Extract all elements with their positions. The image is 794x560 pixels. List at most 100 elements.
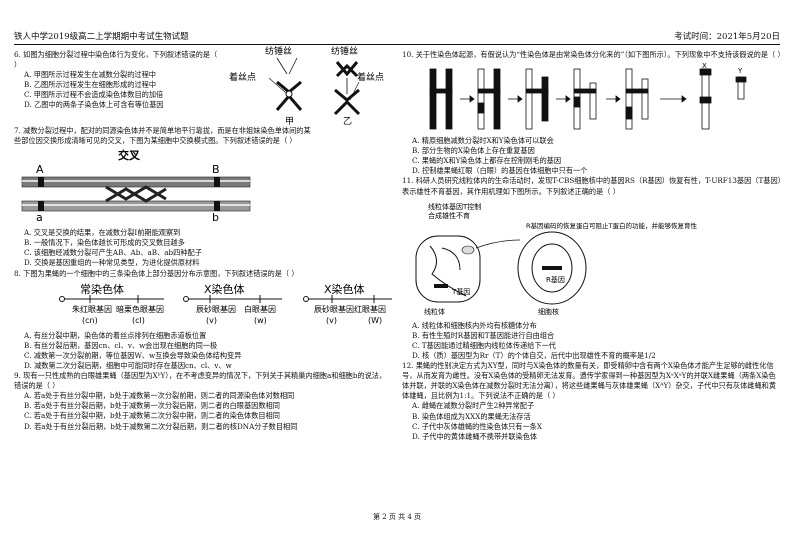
q10-option-b: B. 部分生物的X染色体上存在重复基因: [412, 146, 535, 156]
question-9: 9. 现有一只性成熟的白眼雄果蝇（基因型为XᵇY），在不考虑变异的情况下，下列关…: [14, 371, 392, 432]
q8-option-d: D. 减数第二次分裂后期，细胞中可能同时存在基因cn、cl、v、w: [24, 360, 232, 370]
q9-option-b: B. 若a处于有丝分裂后期，b处于减数第一次分裂后期，则二者的白眼基因数相同: [24, 401, 280, 411]
question-10: 10. 关于性染色体起源，有假说认为“性染色体是由常染色体分化来的”（如下图所示…: [402, 50, 785, 176]
q10-chromosome-pairs: [429, 68, 747, 130]
q7-chromosome-bottom: [21, 200, 251, 212]
q6-option-b: B. 乙图所示过程发生在细胞形成的过程中: [24, 80, 157, 90]
q8-gene-6: 红眼基因: [354, 304, 386, 314]
q11-r-gene-label: R基因: [546, 275, 565, 284]
q7-locus-A: [38, 177, 44, 188]
q7-gene-a: a: [36, 211, 43, 224]
q12-option-a: A. 雌蝇在减数分裂时产生2种异常配子: [412, 401, 535, 411]
page-header: 铁人中学2019级高二上学期期中考试生物试题 考试时间：2021年5月20日: [14, 30, 780, 45]
q8-option-b: B. 有丝分裂后期，基因cn、cl、v、w会出现在细胞的同一极: [24, 340, 218, 350]
q11-mitochondrion: [415, 235, 481, 303]
q8-stem: 8. 下图为果蝇的一个细胞中的三条染色体上部分基因分布示意图，下列叙述错误的是（…: [14, 268, 299, 278]
q11-nucleus: [517, 231, 587, 305]
question-7: 7. 减数分裂过程中，配对的同源染色体并不是简单地平行靠拢，而是在非姐妹染色单体…: [14, 126, 392, 269]
q7-locus-a: [38, 201, 44, 212]
q11-figure: 线粒体基因T控制 合成雄性不育 R基因编码的恢复蛋白可阻止T蛋白的功能，并能够恢…: [402, 200, 782, 318]
q7-option-a: A. 交叉是交换的结果，在减数分裂Ⅰ前期能观察到: [24, 228, 181, 238]
left-column: 6. 如图为细胞分裂过程中染色体行为变化，下列叙述错误的是（ ） A. 甲图所示…: [14, 45, 392, 432]
q8-gene-4: 白眼基因: [244, 304, 276, 314]
q8-gene-6-code: (W): [368, 316, 382, 325]
q12-option-c: C. 子代中灰体雄蝇的性染色体只有一条X: [412, 421, 542, 431]
q8-option-c: C. 减数第一次分裂前期，等位基因W、w互换会导致染色体结构变异: [24, 350, 242, 360]
q6-centromere-label-1: 着丝点: [229, 71, 256, 83]
q11-option-d: D. 核（质）基因型为Rr（T）的个体自交，后代中出现雄性不育的概率是1/2: [412, 350, 656, 360]
q6-centromere-label-2: 着丝点: [357, 71, 384, 83]
q8-gene-2: 暗栗色眼基因: [116, 304, 164, 314]
q7-stem: 7. 减数分裂过程中，配对的同源染色体并不是简单地平行靠拢，而是在非姐妹染色单体…: [14, 126, 311, 146]
exam-time: 考试时间：2021年5月20日: [674, 32, 780, 42]
q8-gene-2-code: (cl): [132, 316, 145, 325]
right-column: 10. 关于性染色体起源，有假说认为“性染色体是由常染色体分化来的”（如下图所示…: [402, 50, 785, 442]
q6-label-jia: 甲: [285, 116, 294, 127]
q11-note-2: 合成雄性不育: [428, 211, 470, 220]
q10-stem: 10. 关于性染色体起源，有假说认为“性染色体是由常染色体分化来的”（如下图所示…: [402, 50, 785, 59]
exam-title: 铁人中学2019级高二上学期期中考试生物试题: [14, 32, 189, 42]
q8-option-a: A. 有丝分裂中期，染色体的着丝点排列在细胞赤道板位置: [24, 330, 207, 340]
q11-note-3: R基因编码的恢复蛋白可阻止T蛋白的功能，并能够恢复育性: [526, 221, 697, 230]
q9-stem: 9. 现有一只性成熟的白眼雄果蝇（基因型为XᵇY），在不考虑变异的情况下，下列关…: [14, 371, 387, 391]
q7-gene-b: b: [212, 211, 219, 224]
q10-option-a: A. 精原细胞减数分裂时X和Y染色体可以联会: [412, 136, 554, 146]
q8-gene-5-code: (v): [326, 316, 337, 325]
q11-protein: [461, 245, 475, 254]
q12-stem: 12. 果蝇的性别决定方式为XY型，同时与X染色体的数量有关，即受精卵中含有两个…: [402, 361, 777, 401]
q6-spindle-label-1: 纺锤丝: [265, 45, 292, 57]
q8-gene-5: 辰砂眼基因: [314, 304, 354, 314]
q6-figure-yi: [333, 61, 361, 116]
q10-figure: X Y: [402, 62, 782, 133]
q9-option-c: C. 若a处于有丝分裂中期，b处于减数第二次分裂中期，则二者的染色体数目相同: [24, 411, 280, 421]
page-footer: 第 2 页 共 4 页: [372, 513, 422, 521]
question-6: 6. 如图为细胞分裂过程中染色体行为变化，下列叙述错误的是（ ） A. 甲图所示…: [14, 45, 392, 127]
q7-option-c: C. 该细胞经减数分裂可产生AB、Ab、aB、ab四种配子: [24, 248, 202, 258]
q11-stem: 11. 科研人员研究线粒体内的生命活动时，发现T-CBS细胞核中的基因RS（R基…: [402, 176, 782, 196]
q10-option-d: D. 控制雄果蝇红眼（白眼）的基因在体细胞中只有一个: [412, 166, 588, 176]
q11-option-a: A. 线粒体和细胞核内外均有核糖体分布: [412, 320, 537, 330]
q12-option-d: D. 子代中的黄体雌蝇不携带并联染色体: [412, 431, 538, 441]
q8-gene-4-code: (w): [254, 316, 267, 325]
q11-t-gene-mark: [434, 283, 448, 288]
q11-t-gene-label: T基因: [451, 287, 470, 296]
q8-title-autosome: 常染色体: [80, 282, 124, 296]
q6-figure-jia: [268, 57, 303, 111]
q7-crossover: [105, 185, 167, 203]
q11-option-c: C. T基因能通过精细胞内线粒体传递给下一代: [412, 340, 556, 350]
q11-option-b: B. 有性生殖时R基因和T基因能进行自由组合: [412, 330, 555, 340]
q10-option-c: C. 果蝇的X和Y染色体上都存在控制刚毛的基因: [412, 156, 562, 166]
q8-gene-3-code: (v): [206, 316, 217, 325]
q11-r-gene-mark: [542, 265, 562, 270]
q6-option-d: D. 乙图中的两条子染色体上可含有等位基因: [24, 100, 164, 110]
q8-gene-1: 朱红眼基因: [72, 304, 112, 314]
q8-gene-3: 辰砂眼基因: [196, 304, 236, 314]
q8-gene-1-code: (cn): [82, 316, 98, 325]
q10-label-x: X: [702, 63, 707, 70]
q11-mito-label: 线粒体: [424, 307, 445, 316]
q6-option-c: C. 甲图所示过程不会造成染色体数目的加倍: [24, 90, 164, 100]
q11-note-1: 线粒体基因T控制: [428, 202, 481, 211]
q8-title-x2: X染色体: [324, 282, 365, 296]
question-8: 8. 下图为果蝇的一个细胞中的三条染色体上部分基因分布示意图，下列叙述错误的是（…: [14, 269, 392, 371]
q10-label-y: Y: [737, 67, 743, 75]
q6-figure: 纺锤丝 纺锤丝 着丝点 着丝点 甲: [229, 45, 384, 127]
q7-chromosome-top: [21, 176, 251, 188]
q8-figure: 常染色体 X染色体 X染色体: [14, 282, 392, 328]
q7-gene-B: B: [212, 163, 220, 176]
q8-title-x1: X染色体: [204, 282, 245, 296]
q6-label-yi: 乙: [343, 116, 352, 127]
q9-option-a: A. 若a处于有丝分裂中期，b处于减数第一次分裂前期，则二者的同源染色体对数相同: [24, 391, 295, 401]
question-12: 12. 果蝇的性别决定方式为XY型，同时与X染色体的数量有关，即受精卵中含有两个…: [402, 361, 782, 442]
q6-spindle-label-2: 纺锤丝: [331, 45, 358, 57]
q7-locus-b: [214, 201, 220, 212]
question-11: 11. 科研人员研究线粒体内的生命活动时，发现T-CBS细胞核中的基因RS（R基…: [402, 176, 782, 361]
q7-cross-label: 交叉: [118, 149, 141, 162]
q11-nucleus-label: 细胞核: [538, 307, 559, 316]
q7-option-d: D. 交换是基因重组的一种常见类型，为进化提供原材料: [24, 258, 200, 268]
q7-gene-A: A: [36, 163, 44, 176]
q9-option-d: D. 若a处于有丝分裂后期，b处于减数第二次分裂后期，则二者的核DNA分子数目相…: [24, 421, 298, 431]
q6-stem: 6. 如图为细胞分裂过程中染色体行为变化，下列叙述错误的是（ ）: [14, 50, 218, 70]
q7-option-b: B. 一般情况下，染色体越长可形成的交叉数目越多: [24, 238, 185, 248]
